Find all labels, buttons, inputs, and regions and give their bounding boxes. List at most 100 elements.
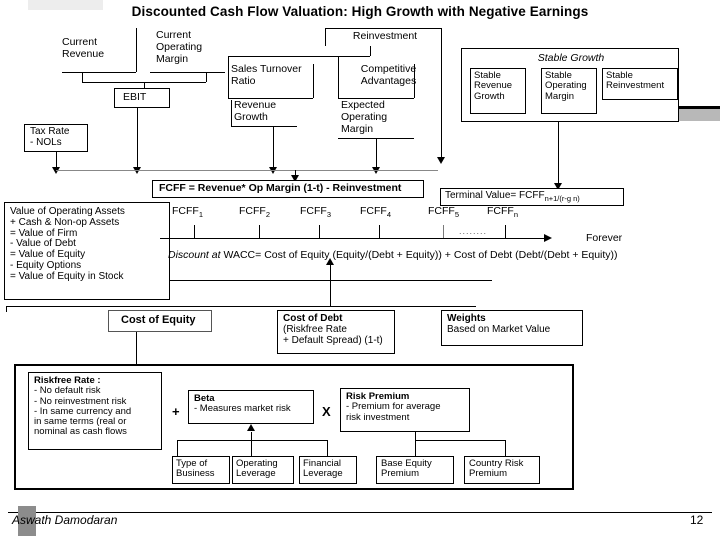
cost-of-debt-box: Cost of Debt (Riskfree Rate + Default Sp…	[277, 310, 395, 354]
weights-box: Weights Based on Market Value	[441, 310, 583, 346]
timeline-axis	[160, 238, 546, 239]
risk-premium-box: Risk Premium - Premium for average risk …	[340, 388, 470, 432]
collector-bar	[56, 170, 438, 171]
timeline-tick-5	[443, 225, 444, 238]
current-revenue-label: Current Revenue	[62, 36, 105, 60]
revenue-growth-left-rule	[231, 100, 232, 126]
premium-driver-drop-2	[505, 440, 506, 456]
reinvestment-right-rule	[441, 28, 442, 158]
reinv-branch-right-drop	[338, 56, 339, 64]
beta-driver-bar	[177, 440, 327, 441]
ebit-box: EBIT	[114, 88, 170, 108]
financial-leverage-box: Financial Leverage	[299, 456, 357, 484]
ebit-to-fcff-line	[137, 108, 138, 168]
wacc-underline	[170, 280, 492, 281]
current-operating-margin-label: Current Operating Margin	[156, 29, 203, 65]
country-risk-premium-box: Country Risk Premium	[464, 456, 540, 484]
footer-gray-tab	[18, 506, 36, 536]
connector-to-ebit	[144, 82, 145, 88]
beta-driver-drop-1	[177, 440, 178, 456]
premium-stem	[415, 432, 416, 440]
top-left-gray-bar	[28, 0, 103, 10]
timeline-label-2: FCFF2	[239, 205, 270, 220]
timeline-label-3: FCFF3	[300, 205, 331, 220]
competitive-right-rule	[414, 64, 415, 98]
reinv-branch-stem	[370, 46, 371, 56]
timeline-tick-n	[505, 225, 506, 238]
sales-turnover-right-rule	[313, 64, 314, 98]
connector-margin-down	[206, 72, 207, 82]
tax-rate-down-line	[56, 152, 57, 168]
revenue-growth-label: Revenue Growth	[234, 99, 277, 123]
premium-driver-bar	[415, 440, 505, 441]
beta-up-arrow	[247, 424, 255, 431]
cost-of-equity-box: Cost of Equity	[108, 310, 212, 332]
terminal-value-box: Terminal Value= FCFFn+1/(r-g n)	[440, 188, 624, 206]
riskfree-rate-box: Riskfree Rate : - No default risk - No r…	[28, 372, 162, 450]
timeline-tick-4	[379, 225, 380, 238]
competitive-advantages-label: Competitive Advantages	[360, 63, 417, 87]
author-label: Aswath Damodaran	[12, 513, 118, 527]
reinvestment-arrow	[437, 157, 445, 164]
sales-turnover-underline	[228, 98, 313, 99]
right-edge-gray-bar	[676, 106, 720, 121]
current-margin-underline	[150, 72, 225, 73]
reinvestment-label: Reinvestment	[352, 30, 418, 42]
footer-divider	[8, 512, 712, 513]
collector-to-fcff	[295, 170, 296, 178]
sales-turnover-label: Sales Turnover Ratio	[231, 63, 302, 87]
valuation-ladder-box: Value of Operating Assets + Cash & Non-o…	[4, 202, 170, 300]
beta-driver-drop-3	[327, 440, 328, 456]
stable-operating-margin-box: Stable Operating Margin	[541, 68, 597, 114]
stable-growth-down-line	[558, 122, 559, 190]
timeline-label-1: FCFF1	[172, 205, 203, 220]
cost-distribution-bar	[6, 306, 476, 307]
wacc-up-arrow	[326, 258, 334, 265]
reinvestment-topline	[325, 28, 441, 29]
competitive-left-rule	[338, 64, 339, 98]
premium-driver-drop-1	[415, 440, 416, 456]
type-of-business-box: Type of Business	[172, 456, 230, 484]
stable-reinvestment-box: Stable Reinvestment	[602, 68, 678, 100]
page-number: 12	[690, 513, 704, 527]
cost-bar-left-cap	[6, 306, 7, 312]
sales-turnover-left-rule	[228, 64, 229, 98]
revenue-growth-underline	[231, 126, 297, 127]
expected-margin-label: Expected Operating Margin	[341, 99, 388, 135]
times-operator: X	[322, 404, 331, 419]
revenue-growth-down-line	[273, 126, 274, 168]
tax-rate-box: Tax Rate - NOLs	[24, 124, 88, 152]
expected-margin-down-line	[376, 138, 377, 168]
reinvestment-left-rule	[325, 28, 326, 46]
beta-driver-drop-2	[251, 440, 252, 456]
base-equity-premium-box: Base Equity Premium	[376, 456, 454, 484]
discount-wacc-text: Discount at WACC= Cost of Equity (Equity…	[168, 249, 618, 261]
stable-growth-arrow	[554, 183, 562, 190]
current-revenue-right-rule	[136, 28, 137, 72]
plus-operator: +	[172, 404, 180, 419]
competitive-underline	[338, 98, 414, 99]
timeline-label-4: FCFF4	[360, 205, 391, 220]
reinv-branch-bar	[228, 56, 370, 57]
connector-rev-down	[82, 72, 83, 82]
page-title: Discounted Cash Flow Valuation: High Gro…	[131, 4, 589, 19]
collector-arrow	[291, 175, 299, 182]
timeline-tick-2	[259, 225, 260, 238]
current-revenue-underline	[62, 72, 136, 73]
timeline-tick-3	[319, 225, 320, 238]
timeline-label-5: FCFF5	[428, 205, 459, 220]
wacc-up-line	[330, 262, 331, 280]
reinv-branch-left-drop	[228, 56, 229, 64]
stable-growth-header: Stable Growth	[537, 52, 605, 64]
fcff-formula-box: FCFF = Revenue* Op Margin (1-t) - Reinve…	[152, 180, 424, 198]
operating-leverage-box: Operating Leverage	[232, 456, 294, 484]
timeline-ellipsis: ........	[459, 226, 488, 236]
beta-stem	[251, 432, 252, 440]
timeline-label-n: FCFFn	[487, 205, 518, 220]
beta-box: Beta - Measures market risk	[188, 390, 314, 424]
timeline-forever-label: Forever	[586, 232, 623, 244]
wacc-down-stem	[330, 280, 331, 306]
stable-revenue-growth-box: Stable Revenue Growth	[470, 68, 526, 114]
timeline-axis-arrow	[544, 234, 552, 242]
